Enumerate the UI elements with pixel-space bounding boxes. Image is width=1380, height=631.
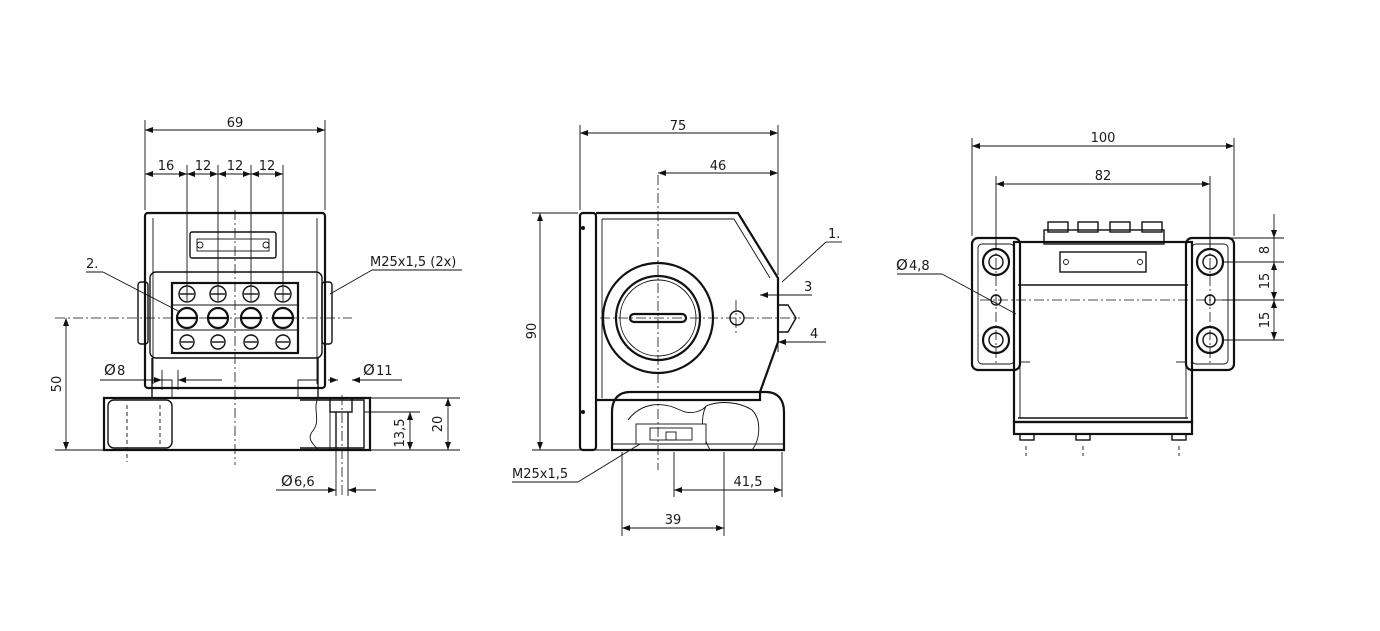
dim-side-offset: 46 <box>658 159 778 176</box>
callout-thread-side: M25x1,5 <box>512 443 641 483</box>
dim-top-width: 100 <box>971 131 1235 236</box>
dim-front-width: 69 <box>144 116 326 210</box>
callout-item-2: 2. <box>86 257 181 313</box>
hole-48-symbol: Ø <box>896 256 908 274</box>
front-base <box>102 358 372 462</box>
side-dim-4-label: 4 <box>810 327 818 342</box>
callout-thread-front: M25x1,5 (2x) <box>329 255 462 295</box>
front-thread-label: M25x1,5 (2x) <box>370 255 456 270</box>
dim-side-39: 39 <box>621 452 725 536</box>
dim-top-spacing: 82 <box>995 169 1211 248</box>
dim-front-pitch: 16 12 12 12 <box>145 159 284 286</box>
dim-pitch-12c: 12 <box>259 159 276 174</box>
front-height-label: 50 <box>50 376 65 393</box>
dim-side-4: 4 <box>777 327 826 352</box>
top-view: 100 82 Ø 4,8 8 15 15 <box>896 131 1284 456</box>
hole-8-symbol: Ø <box>104 361 116 379</box>
top-width-label: 100 <box>1091 131 1116 146</box>
side-415-label: 41,5 <box>734 475 763 490</box>
front-view: 69 16 12 12 12 2. M25x1,5 (2x) <box>50 116 462 496</box>
hole-48-label: 4,8 <box>909 259 930 274</box>
hole-66-symbol: Ø <box>281 472 293 490</box>
top-housing <box>970 221 1236 456</box>
dim-hole-66: Ø 6,6 <box>276 450 376 496</box>
dim-pitch-12a: 12 <box>195 159 212 174</box>
dim-side-width: 75 <box>579 119 779 275</box>
dim-pitch-16: 16 <box>158 159 175 174</box>
hole-66-label: 6,6 <box>294 475 315 490</box>
counterbore-label: 13,5 <box>393 419 408 448</box>
side-thread-label: M25x1,5 <box>512 467 568 482</box>
side-dim-3-label: 3 <box>804 280 812 295</box>
top-dim-15a-label: 15 <box>1258 273 1273 290</box>
dim-top-right: 8 15 15 <box>1222 214 1284 341</box>
side-view: 75 46 1. 3 4 90 <box>512 119 842 536</box>
top-spacing-label: 82 <box>1095 169 1112 184</box>
dim-front-height: 50 <box>50 318 104 451</box>
callout-hole-48: Ø 4,8 <box>896 256 1017 315</box>
base-height-label: 20 <box>431 416 446 433</box>
top-dim-15b-label: 15 <box>1258 312 1273 329</box>
dim-hole-8: Ø 8 <box>100 361 222 390</box>
side-height-label: 90 <box>525 323 540 340</box>
hole-11-symbol: Ø <box>363 361 375 379</box>
dim-side-height: 90 <box>525 212 610 451</box>
side-base <box>610 390 786 452</box>
dim-side-415: 41,5 <box>673 452 783 497</box>
side-39-label: 39 <box>665 513 682 528</box>
dim-hole-11: Ø 11 <box>328 361 402 383</box>
hole-8-label: 8 <box>117 364 125 379</box>
hole-11-label: 11 <box>376 364 393 379</box>
dim-front-width-label: 69 <box>227 116 244 131</box>
dim-side-3: 3 <box>760 280 812 298</box>
item-2-label: 2. <box>86 257 98 272</box>
top-dim-8-label: 8 <box>1258 246 1273 254</box>
callout-item-1: 1. <box>781 227 842 283</box>
side-offset-label: 46 <box>710 159 727 174</box>
dim-base-heights: 13,5 20 <box>364 397 460 451</box>
item-1-label: 1. <box>828 227 840 242</box>
dim-pitch-12b: 12 <box>227 159 244 174</box>
side-width-label: 75 <box>670 119 687 134</box>
